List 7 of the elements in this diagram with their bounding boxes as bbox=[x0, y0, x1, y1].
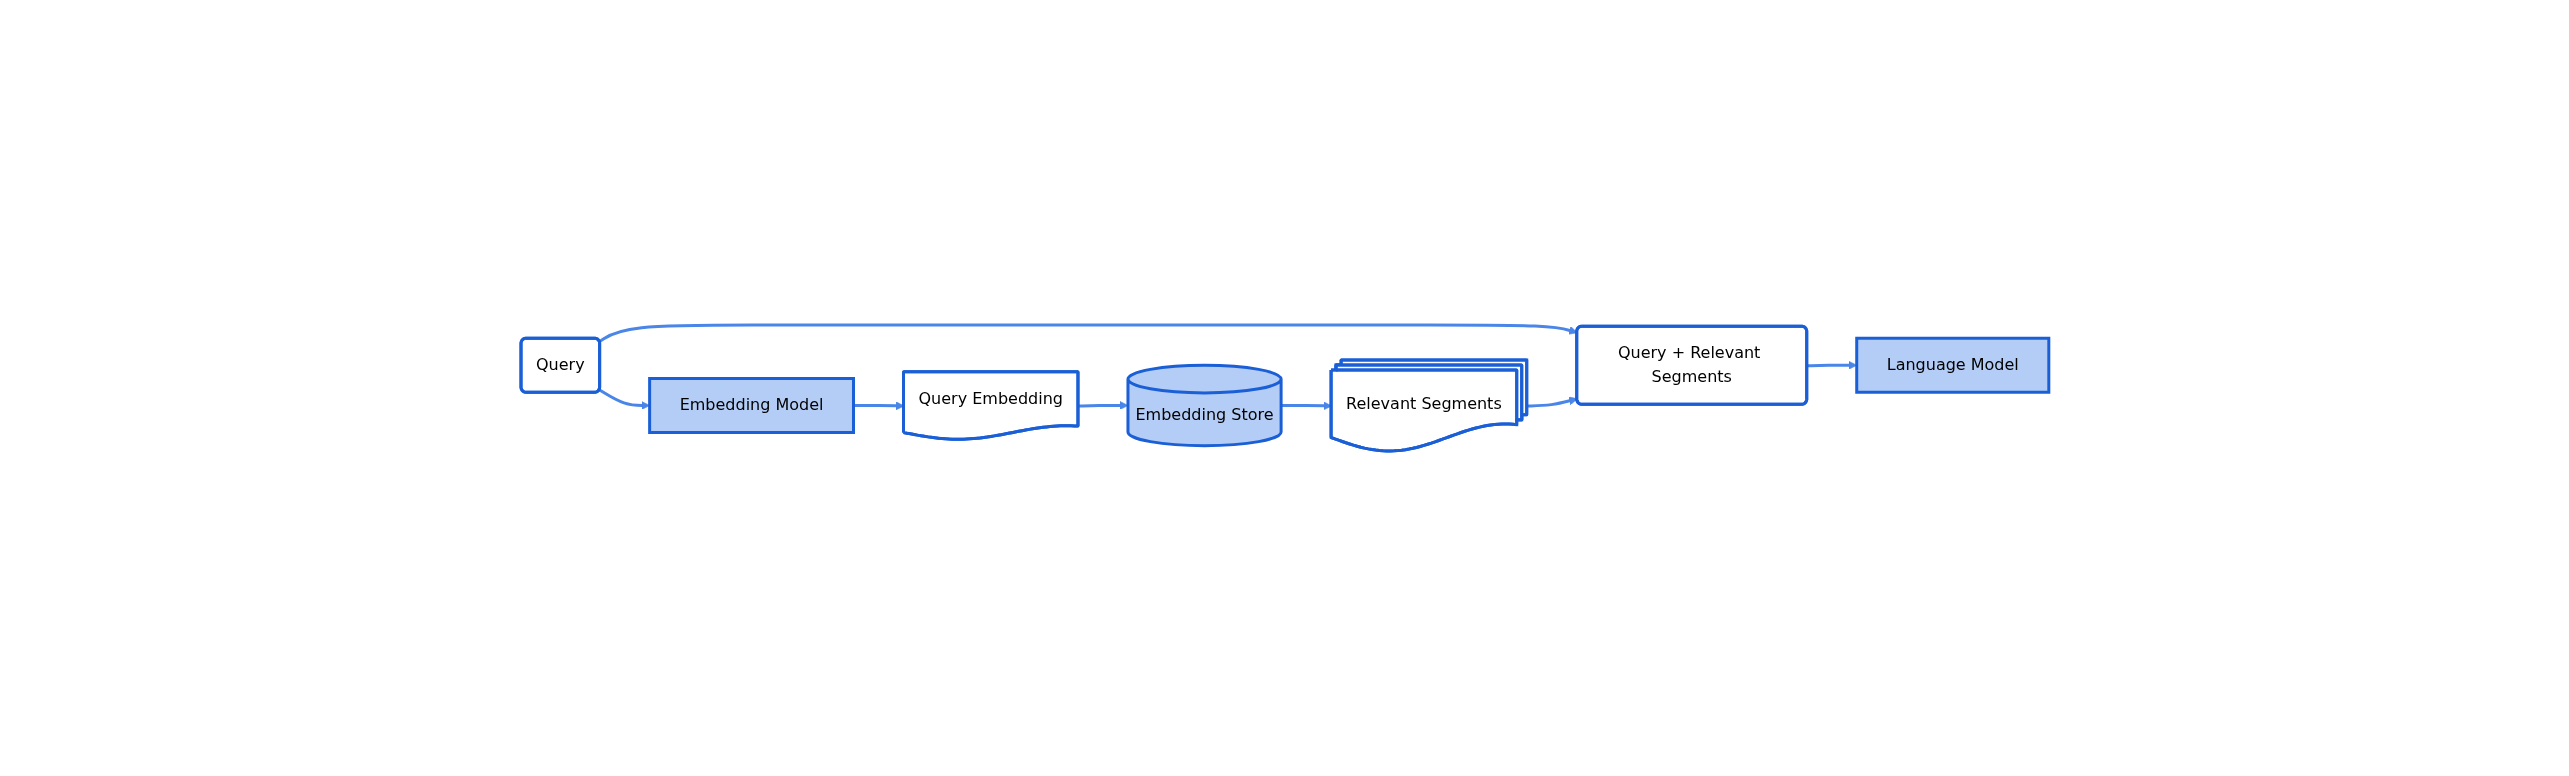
arrow bbox=[1526, 396, 1578, 408]
node-box: Language Model bbox=[1854, 336, 2050, 394]
arrow bbox=[598, 388, 650, 410]
arrow bbox=[1806, 360, 1857, 370]
arrow bbox=[1078, 401, 1128, 410]
arrow bbox=[853, 401, 904, 411]
node-box: Embedding Model bbox=[647, 377, 855, 434]
